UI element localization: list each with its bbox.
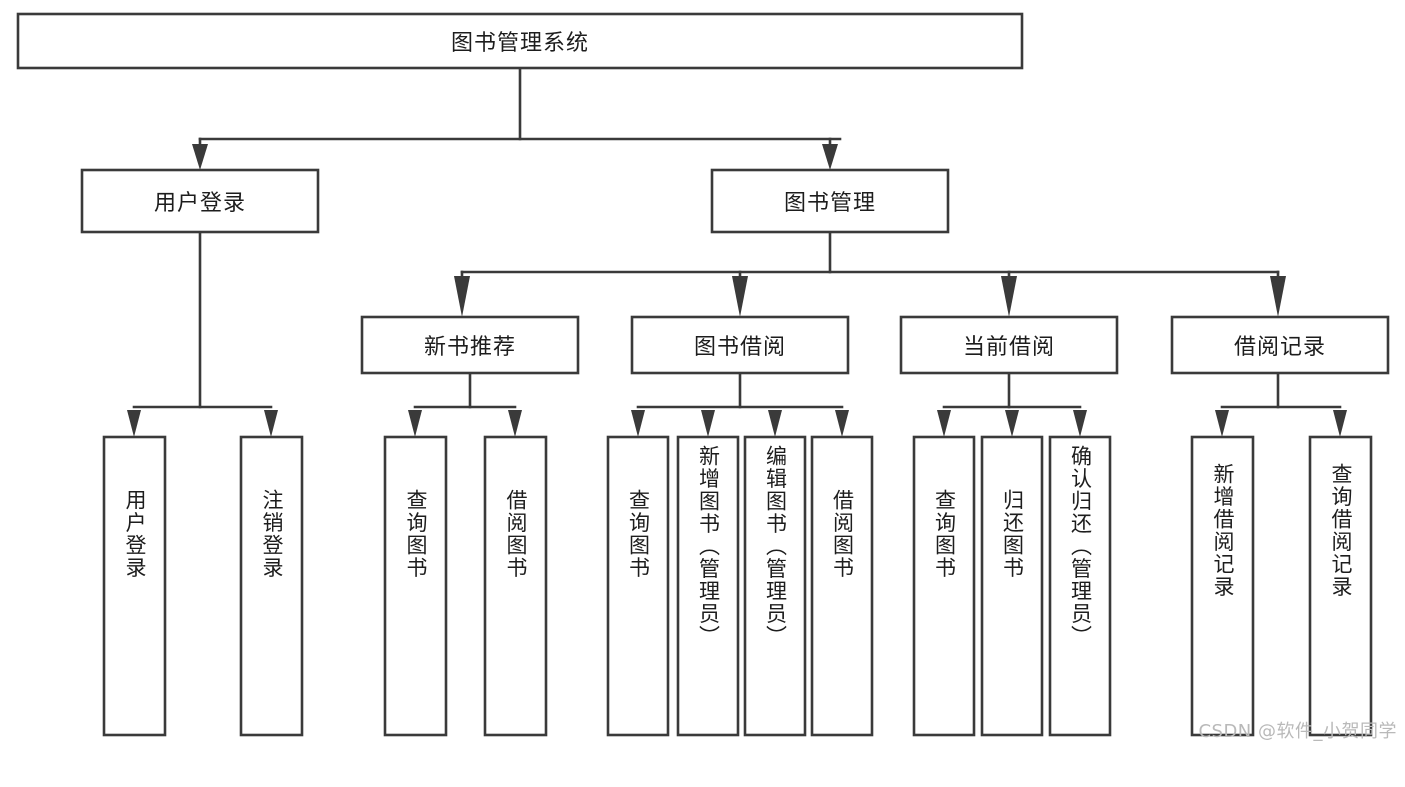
node-box-leaf-query-book-borrow[interactable] [606, 435, 670, 737]
arrow-head-leaf-query-book-rec [408, 410, 422, 437]
node-box-leaf-return-book[interactable] [980, 435, 1044, 737]
node-box-leaf-edit-book-admin[interactable] [743, 435, 807, 737]
arrow-head-leaf-borrow-book [835, 410, 849, 437]
arrow-head-leaf-query-book-cur [937, 410, 951, 437]
arrow-head-borrow-records [1270, 276, 1286, 317]
node-box-leaf-logout[interactable] [239, 435, 304, 737]
arrow-head-leaf-add-borrow-record [1215, 410, 1229, 437]
arrow-head-leaf-edit-book-admin [768, 410, 782, 437]
connector-group-user-login [127, 230, 278, 437]
arrow-head-leaf-query-book-borrow [631, 410, 645, 437]
node-box-book-management[interactable] [710, 168, 950, 234]
node-box-leaf-add-borrow-record[interactable] [1190, 435, 1255, 737]
arrow-head-leaf-borrow-book-rec [508, 410, 522, 437]
arrow-head-leaf-add-book-admin [701, 410, 715, 437]
node-box-leaf-query-book-rec[interactable] [383, 435, 448, 737]
connector-group-current-borrow [937, 371, 1087, 437]
arrow-head-book-management [822, 144, 838, 170]
connector-group-book-management [454, 230, 1286, 317]
node-box-book-borrow[interactable] [630, 315, 850, 375]
arrow-head-user-login [192, 144, 208, 170]
node-box-new-book-recommend[interactable] [360, 315, 580, 375]
node-box-user-login[interactable] [80, 168, 320, 234]
connector-group-root [192, 66, 842, 170]
node-box-leaf-user-login[interactable] [102, 435, 167, 737]
node-box-borrow-records[interactable] [1170, 315, 1390, 375]
arrow-head-leaf-query-borrow-record [1333, 410, 1347, 437]
arrow-head-leaf-return-book [1005, 410, 1019, 437]
connector-group-book-borrow [631, 371, 849, 437]
node-box-root[interactable] [16, 12, 1024, 70]
flowchart-diagram: 图书管理系统 用户登录 图书管理 新书推荐 图书借阅 当前借阅 借阅记录 用户登… [16, 12, 1397, 742]
node-box-leaf-borrow-book-rec[interactable] [483, 435, 548, 737]
connector-group-new-book-recommend [408, 371, 522, 437]
arrow-head-leaf-confirm-return-admin [1073, 410, 1087, 437]
node-box-leaf-query-book-cur[interactable] [912, 435, 976, 737]
node-box-leaf-add-book-admin[interactable] [676, 435, 740, 737]
tree-diagram-canvas [16, 12, 1390, 737]
arrow-head-new-book-recommend [454, 276, 470, 317]
connector-group-borrow-records [1215, 371, 1347, 437]
node-box-current-borrow[interactable] [899, 315, 1119, 375]
arrow-head-leaf-user-login [127, 410, 141, 437]
arrow-head-book-borrow [732, 276, 748, 317]
arrow-head-current-borrow [1001, 276, 1017, 317]
node-box-leaf-borrow-book[interactable] [810, 435, 874, 737]
node-box-leaf-confirm-return-admin[interactable] [1048, 435, 1112, 737]
node-box-leaf-query-borrow-record[interactable] [1308, 435, 1373, 737]
arrow-head-leaf-logout [264, 410, 278, 437]
